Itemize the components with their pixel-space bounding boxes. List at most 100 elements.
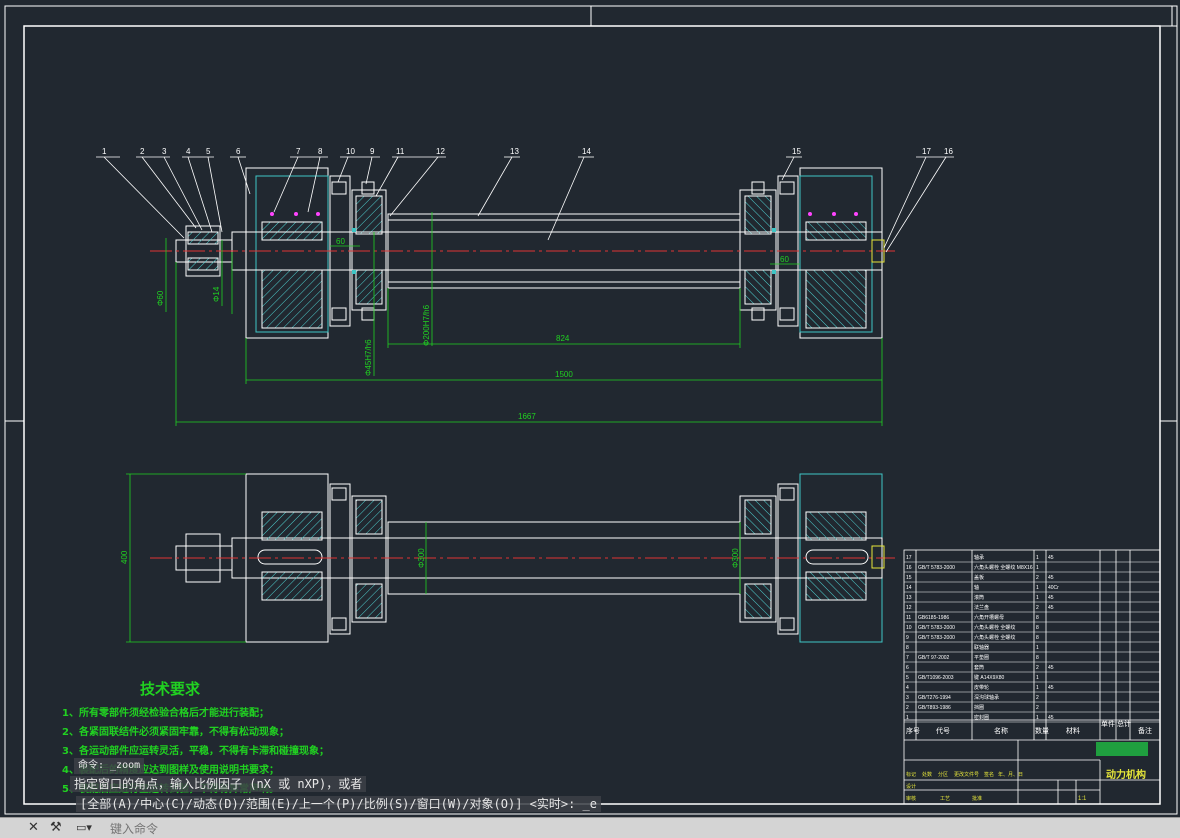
bom-cell: GB/T1096-2003 [918,675,954,681]
balloon-label: 14 [582,147,591,156]
bom-header-cell: 序号 [906,726,920,735]
balloon-label: 10 [346,147,355,156]
history-line: [全部(A)/中心(C)/动态(D)/范围(E)/上一个(P)/比例(S)/窗口… [76,796,601,812]
bom-cell: 11 [906,615,911,621]
bom-cell: 皮带轮 [974,684,989,691]
bom-cell: 六角头螺栓 全螺纹 [974,634,1015,641]
approval-label: 更改文件号 [954,771,979,778]
bom-cell: 9 [906,635,909,641]
balloon-label: 4 [186,147,191,156]
balloon-label: 11 [396,147,405,156]
balloon-label: 12 [436,147,445,156]
top-view: 1 2 3 4 5 6 7 8 10 9 11 12 13 14 15 17 1… [96,147,954,426]
bom-cell: 7 [906,655,909,661]
balloon-label: 7 [296,147,301,156]
balloon-label: 2 [140,147,145,156]
dim-dia-200: Φ200H7/h6 [422,304,431,346]
bom-cell: 2 [1036,605,1039,611]
bom-cell: 15 [906,575,912,581]
bom-cell: 六角头螺栓 全螺纹 M8X16 [974,564,1033,571]
bom-cell: 14 [906,585,912,591]
balloon-label: 8 [318,147,323,156]
balloon-label: 15 [792,147,801,156]
bom-cell: 2 [1036,705,1039,711]
bom-header-cell: 代号 [936,726,950,735]
bom-cell: 1 [1036,645,1039,651]
balloon-label: 1 [102,147,107,156]
bom-cell: 深沟球轴承 [974,694,999,701]
close-icon[interactable]: ✕ [28,820,39,835]
bom-cell: 8 [1036,625,1039,631]
bom-cell: 法兰盘 [974,604,989,611]
balloon-label: 3 [162,147,167,156]
bom-cell: 联轴器 [974,644,989,651]
bom-cell: 8 [1036,655,1039,661]
bom-cell: 45 [1048,605,1054,611]
role-label: 设计 [906,783,916,790]
tech-item: 3、各运动部件应运转灵活，平稳，不得有卡滞和碰撞现象； [62,744,329,757]
bom-cell: 5 [906,675,909,681]
bom-cell: 3 [906,695,909,701]
bom-cell: GB/T 97-2002 [918,655,950,661]
bom-cell: 轴承 [974,554,984,561]
bom-cell: 六角开槽螺母 [974,614,1004,621]
command-bar: ✕ ⚒ ▭▾ [0,817,1180,838]
bom-cell: GB/T276-1994 [918,695,951,701]
bom-cell: 12 [906,605,912,611]
balloon-label: 9 [370,147,375,156]
bom-cell: 键 A14X9X80 [974,674,1005,681]
dim-1667: 1667 [518,412,536,421]
dim-dia-14: Φ14 [212,286,221,302]
drawing-title: 动力机构 [1106,768,1146,781]
bom-cell: 2 [1036,695,1039,701]
bom-cell: 16 [906,565,912,571]
balloon-label: 5 [206,147,211,156]
bom-cell: 挡圈 [974,704,984,711]
dim-1500: 1500 [555,370,573,379]
dim-dia-45: Φ45H7/h6 [364,339,373,376]
bom-cell: GB/T 5783-2000 [918,565,955,571]
bom-cell: 45 [1048,555,1054,561]
bom-cell: 滚筒 [974,594,984,601]
dim-dia-300-right: Φ300 [731,548,740,568]
bom-cell: 1 [1036,685,1039,691]
bom-cell: 盖板 [974,574,984,581]
balloon-label: 13 [510,147,519,156]
bom-cell: 10 [906,625,912,631]
approval-label: 分区 [938,771,948,778]
bom-cell: 1 [1036,675,1039,681]
bom-cell: 45 [1048,715,1054,721]
dim-dia-60: Φ60 [156,290,165,306]
bom-cell: 4 [906,685,909,691]
bom-cell: 40Cr [1048,585,1059,591]
logo-badge [1096,742,1148,756]
role-label: 工艺 [940,796,950,802]
dim-60-left: 60 [336,237,345,246]
bom-cell: 1 [1036,565,1039,571]
bom-cell: 1 [1036,595,1039,601]
bom-header-cell: 备注 [1138,726,1152,735]
bom-cell: 45 [1048,595,1054,601]
bom-cell: 1 [1036,715,1039,721]
command-line-icon[interactable]: ▭▾ [76,821,92,834]
bom-cell: 六角头螺栓 全螺纹 [974,624,1015,631]
dim-400: 400 [120,550,129,564]
bom-cell: 13 [906,595,912,601]
dim-dia-300-left: Φ300 [417,548,426,568]
bom-header-cell: 材料 [1066,726,1080,735]
bom-cell: 8 [1036,635,1039,641]
bom-cell: 2 [1036,575,1039,581]
bom-cell: 1 [1036,585,1039,591]
bom-cell: 8 [1036,615,1039,621]
bom-cell: 6 [906,665,909,671]
command-input[interactable] [108,820,1142,838]
wrench-icon[interactable]: ⚒ [50,820,62,835]
approval-label: 年、月、日 [998,771,1023,778]
bom-cell: GB/T893-1986 [918,705,951,711]
bom-cell: 平垫圈 [974,654,989,661]
bom-cell: 17 [906,555,912,561]
approval-label: 标记 [906,771,916,778]
tech-item: 2、各紧固联结件必须紧固牢靠，不得有松动现象； [62,725,289,738]
approval-label: 处数 [922,771,932,778]
